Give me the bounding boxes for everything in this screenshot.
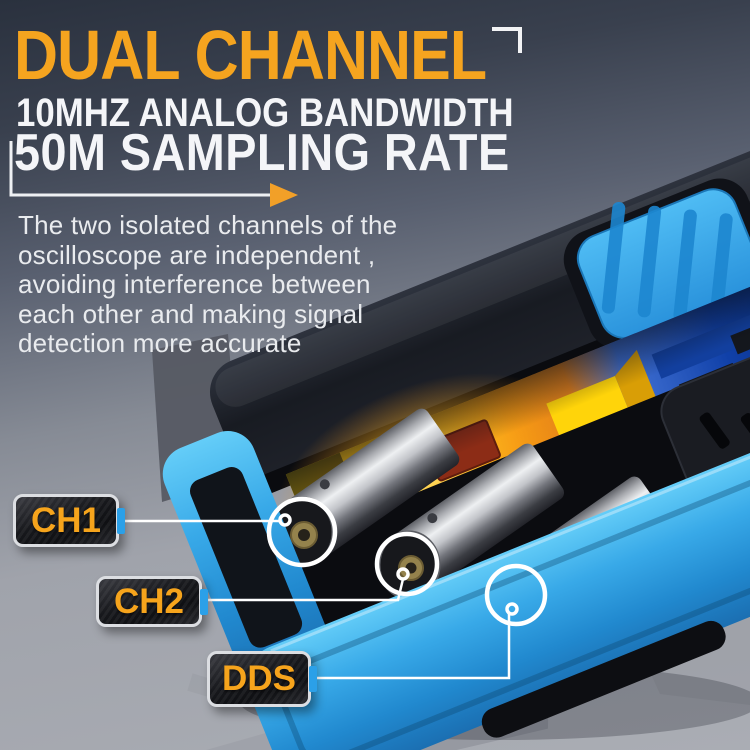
badge-connector-tab <box>309 666 317 692</box>
rubber-foot <box>481 620 726 738</box>
rim-inner-line <box>276 448 750 750</box>
callout-badge-dds: DDS <box>207 651 317 707</box>
dot-dds <box>505 602 519 616</box>
device-front-group <box>162 409 750 750</box>
callout-rings <box>266 496 548 627</box>
front-left-window <box>189 467 303 648</box>
callout-line-dds <box>312 614 511 680</box>
description-line: avoiding interference between <box>18 269 371 299</box>
callout-line-ch2 <box>204 578 405 602</box>
callout-badge-ch1: CH1 <box>13 494 125 547</box>
subtitle-bandwidth: 10MHZ ANALOG BANDWIDTH <box>16 91 514 135</box>
description-line: oscilloscope are independent , <box>18 239 376 270</box>
dot-ch1 <box>278 513 292 527</box>
description-line: detection more accurate <box>18 328 302 358</box>
dot-ch2 <box>396 567 410 581</box>
callout-badge-ch2: CH2 <box>96 576 208 627</box>
bnc-hole-ch1 <box>298 529 310 541</box>
right-arrow-icon <box>270 183 298 207</box>
callout-lines <box>121 519 511 680</box>
badge-label: CH1 <box>30 500 102 540</box>
vent-slot1 <box>699 412 730 449</box>
page-title: DUAL CHANNEL <box>14 16 487 94</box>
rim-highlight <box>270 410 750 653</box>
pcb-ic2 <box>730 320 750 355</box>
badge-label: CH2 <box>113 581 185 621</box>
description-line: each other and making signal <box>18 298 364 329</box>
grip-pad-ridges <box>601 202 733 325</box>
badge-connector-tab <box>200 588 208 615</box>
ring-ch2 <box>374 531 440 597</box>
front-rim <box>246 409 750 750</box>
description-text: The two isolated channels of the oscillo… <box>18 210 398 359</box>
vent-slot2 <box>740 413 750 450</box>
underline-rule <box>9 141 270 197</box>
badge-connector-tab <box>117 507 125 534</box>
badge-label: DDS <box>222 659 296 698</box>
subtitle-sampling-rate: 50M SAMPLING RATE <box>14 124 510 182</box>
ring-ch1 <box>266 496 338 568</box>
ring-dds <box>484 563 548 627</box>
description-line: The two isolated channels of the <box>18 210 398 240</box>
corner-bracket-icon <box>492 27 522 53</box>
